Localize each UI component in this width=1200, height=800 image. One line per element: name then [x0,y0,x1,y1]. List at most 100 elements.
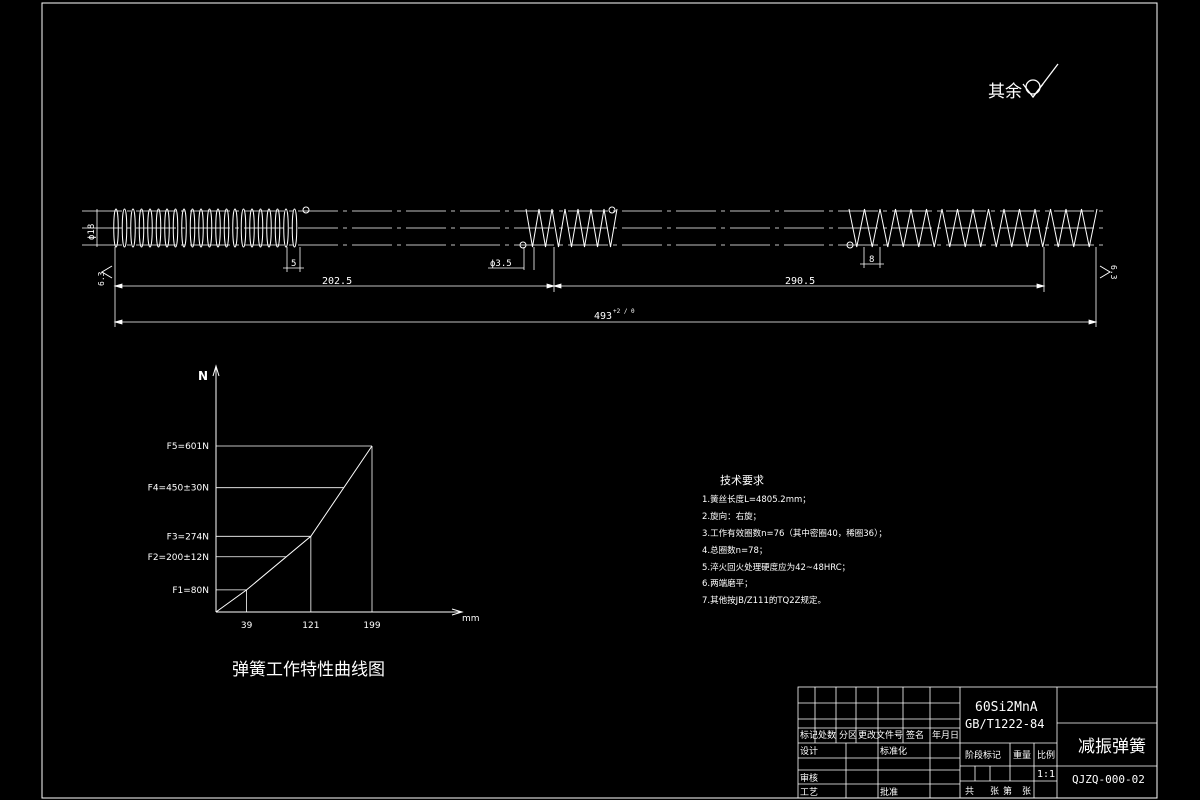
spring-coil [155,208,162,248]
length-dims [113,247,1098,327]
spring-coil [206,208,213,248]
title-block-grid [797,686,1158,799]
spring-coil [147,208,153,248]
coil-end-mark [519,241,527,249]
scale-value: 1:1 [1037,769,1055,780]
chart-y-tick-label: F4=450±30N [148,484,209,494]
tb-col-date: 年月日 [932,729,959,741]
sheet-border [41,2,1158,799]
tb-row-review: 审核 [800,772,818,784]
chart-y-axis-label: N [198,369,208,383]
dim-wire: ϕ3.5 [490,259,512,269]
tb-stage-mark: 阶段标记 [965,749,1001,761]
spring-coil [172,208,179,248]
spring-coil [1034,208,1051,248]
dim-total: 493 [594,311,612,322]
pitch-left-dim [283,247,304,272]
chart-y-tick-label: F1=80N [172,586,209,596]
roughness-left-value: 6.3 [97,271,106,286]
tb-col-zone: 分区 [839,730,857,741]
requirement-item: 5.淬火回火处理硬度应为42~48HRC； [702,562,850,573]
dim-length-left: 202.5 [322,276,352,287]
dim-pitch-right: 8 [869,255,874,265]
tb-col-mark: 标记 [800,729,818,741]
requirement-item: 6.两端磨平； [702,578,753,589]
spring-coil [590,208,605,248]
spring-coil [551,208,566,248]
chart-x-tick-label: 39 [241,621,253,631]
chart-x-axis-label: mm [462,614,480,624]
spring-coil [274,208,281,248]
chart-title: 弹簧工作特性曲线图 [232,660,385,680]
spring-coil [603,208,618,248]
spring-coil [164,208,170,248]
spring-coil [223,208,230,248]
spring-coil [283,208,289,248]
requirement-item: 1.簧丝长度L=4805.2mm； [702,494,811,505]
chart-y-tick-label: F2=200±12N [148,553,209,563]
spring-coil [525,208,540,248]
spring-coil [121,208,128,248]
roughness-check-icon [1022,63,1059,99]
tb-col-change: 更改文件号 [858,729,903,741]
material-grade: 60Si2MnA [975,700,1038,715]
requirements-title: 技术要求 [720,474,764,487]
tb-sheet-word2: 张 [1022,786,1031,797]
spring-coil [215,208,221,248]
part-name: 减振弹簧 [1078,737,1146,757]
spring-coil [864,208,881,248]
tb-col-count: 处数 [818,729,836,741]
coil-end-mark [846,241,854,249]
spring-coil [926,208,943,248]
spring-coil [1003,208,1020,248]
roughness-right-value: 6.3 [1109,265,1118,280]
tb-weight: 重量 [1013,749,1031,761]
tb-sheet-num: 第 [1003,785,1012,797]
coil-end-mark [608,206,616,214]
spring-coil [848,208,865,248]
spring-coils [113,206,1098,249]
spring-coil [564,208,579,248]
spring-coil [291,208,298,248]
tb-row-process: 工艺 [800,787,818,798]
chart-axes [212,364,464,616]
spring-coil [988,208,1005,248]
spring-coil [1081,208,1098,248]
tb-row-approve: 批准 [880,786,898,798]
pitch-right-dim [860,247,884,268]
tb-col-sign: 签名 [906,729,924,741]
dim-pitch-left: 5 [291,259,296,269]
spring-coil [910,208,927,248]
spring-coil [577,208,592,248]
tb-ratio: 比例 [1037,749,1055,761]
tb-sheets-total: 共 [965,786,974,797]
requirement-item: 3.工作有效圈数n=76（其中密圈40，稀圈36）； [702,528,887,539]
spring-coil [266,208,272,248]
chart-x-tick-label: 121 [302,621,319,631]
tb-row-std: 标准化 [880,745,907,757]
spring-coil [1050,208,1067,248]
roughness-label: 其余 [988,82,1022,102]
spring-coil [240,208,247,248]
spring-coil [198,208,204,248]
chart-y-tick-label: F3=274N [167,532,209,542]
spring-coil [972,208,989,248]
chart-plot: F1=80N F2=200±12N F3=274N F4=450±30N F5=601N… [148,442,381,631]
wire-dim [488,247,535,270]
tb-sheets-word: 张 [990,786,999,797]
dim-length-right: 290.5 [785,276,815,287]
spring-coil [257,208,264,248]
chart-curve [215,445,373,613]
spring-coil [1019,208,1036,248]
chart-y-tick-label: F5=601N [167,442,209,452]
dim-total-tolerance: +2 / 0 [613,308,635,315]
spring-coil [232,208,238,248]
chart-x-tick-label: 199 [363,621,380,631]
tb-row-design: 设计 [800,745,818,757]
spring-coil [113,208,119,248]
spring-coil [1065,208,1082,248]
spring-coil [130,208,136,248]
requirement-item: 4.总圈数n=78； [702,545,767,556]
roughness-end-icons [101,265,1111,279]
